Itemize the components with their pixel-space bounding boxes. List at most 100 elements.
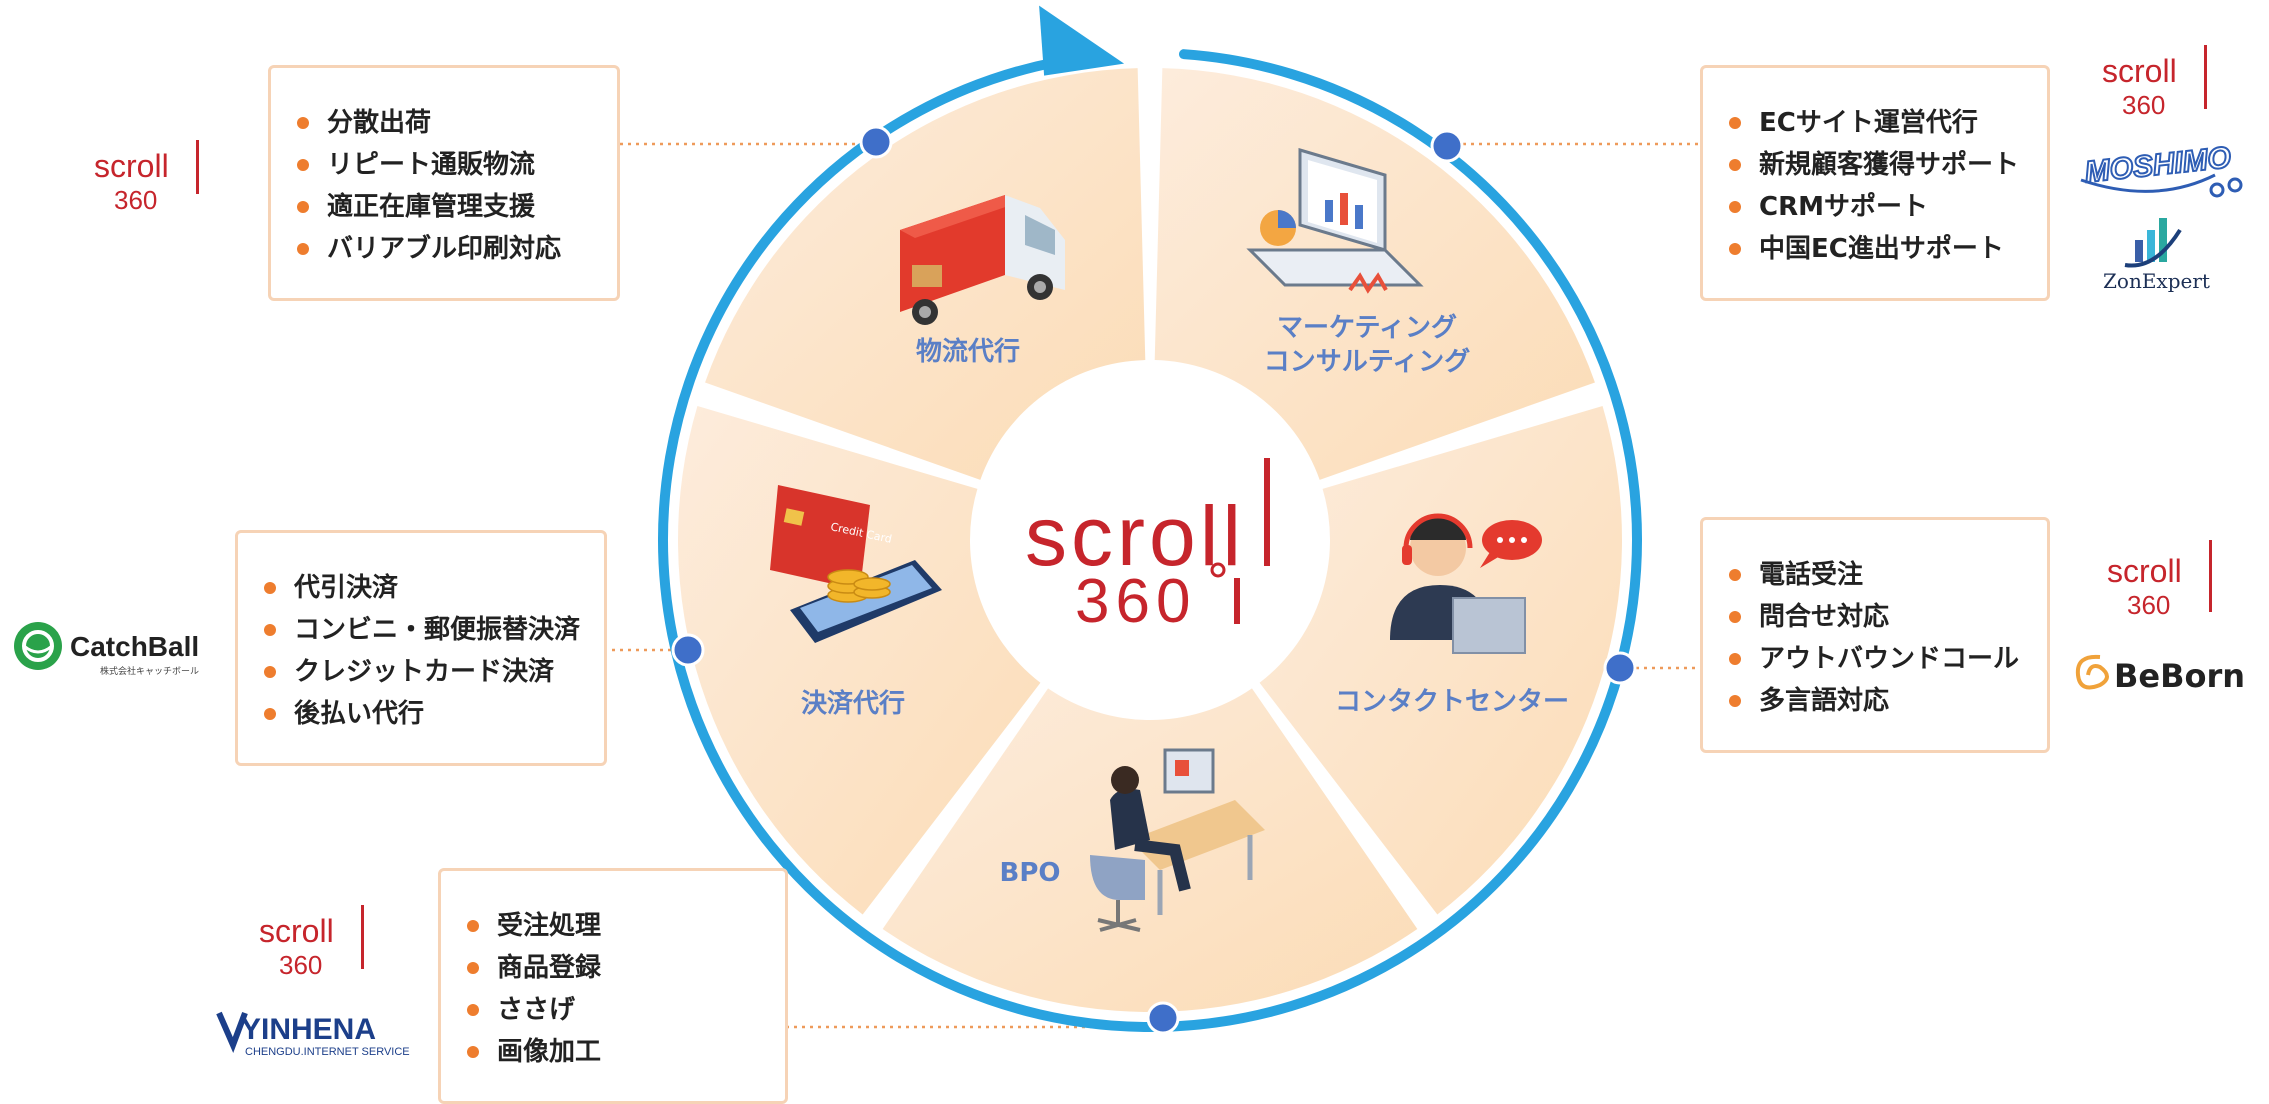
service-box-logistics: 分散出荷 リピート通販物流 適正在庫管理支援 バリアブル印刷対応 [268, 65, 620, 301]
service-list-logistics: 分散出荷 リピート通販物流 適正在庫管理支援 バリアブル印刷対応 [291, 102, 597, 270]
bullet-dot [297, 243, 309, 255]
cycle-arrow-head [1039, 5, 1125, 76]
delivery-truck-icon [900, 195, 1065, 325]
call-center-operator-icon [1390, 513, 1542, 654]
segment-label-logistics: 物流代行 [916, 336, 1020, 367]
list-item: 代引決済 [258, 567, 584, 609]
logo-number: 360 [2127, 590, 2170, 620]
list-item-label: 分散出荷 [327, 108, 432, 138]
list-item-label: 代引決済 [294, 573, 399, 603]
service-box-bpo: 受注処理 商品登録 ささげ 画像加工 [438, 868, 788, 1104]
bullet-dot [264, 582, 276, 594]
beborn-logo: BeBorn [2075, 654, 2245, 695]
list-item: 電話受注 [1723, 554, 2027, 596]
bullet-dot [467, 962, 479, 974]
segment-label-bpo: BPO [1000, 858, 1061, 888]
list-item: 多言語対応 [1723, 680, 2027, 722]
list-item-label: 中国EC進出サポート [1759, 234, 2004, 264]
logo-number: 360 [279, 950, 322, 980]
logo-word: scroll [94, 148, 169, 184]
service-list-contact: 電話受注 問合せ対応 アウトバウンドコール 多言語対応 [1723, 554, 2027, 722]
moshimo-logo: MOSHIMO [2080, 140, 2243, 198]
bullet-dot [1729, 569, 1741, 581]
bullet-dot [467, 1004, 479, 1016]
credit-card-tablet-icon: Credit Card [770, 485, 942, 643]
bullet-dot [297, 201, 309, 213]
list-item: 後払い代行 [258, 693, 584, 735]
list-item: ECサイト運営代行 [1723, 102, 2027, 144]
scroll360-logo-contact: scroll 360 [2107, 540, 2212, 620]
bullet-dot [467, 920, 479, 932]
service-list-marketing: ECサイト運営代行 新規顧客獲得サポート CRMサポート 中国EC進出サポート [1723, 102, 2027, 270]
list-item: 中国EC進出サポート [1723, 228, 2027, 270]
list-item: コンビニ・郵便振替決済 [258, 609, 584, 651]
center-logo-bar-2 [1234, 578, 1240, 624]
bullet-dot [1729, 159, 1741, 171]
bullet-dot [1729, 243, 1741, 255]
list-item-label: 新規顧客獲得サポート [1759, 150, 2020, 180]
list-item-label: クレジットカード決済 [294, 657, 555, 687]
scroll360-logo-marketing: scroll 360 [2102, 45, 2207, 120]
logo-word: scroll [2102, 53, 2177, 89]
list-item: バリアブル印刷対応 [291, 228, 597, 270]
list-item-label: 画像加工 [497, 1037, 602, 1067]
list-item: 適正在庫管理支援 [291, 186, 597, 228]
bullet-dot [264, 708, 276, 720]
list-item-label: アウトバウンドコール [1759, 644, 2020, 674]
logo-bar [2209, 540, 2212, 612]
connector-dot-bpo [1146, 1001, 1180, 1035]
logo-sub: 株式会社キャッチボール [100, 665, 199, 677]
scroll360-logo-logistics: scroll 360 [94, 140, 199, 215]
list-item-label: ECサイト運営代行 [1759, 108, 1978, 138]
connector-dot-logistics [859, 125, 893, 159]
list-item-label: 問合せ対応 [1759, 602, 1890, 632]
list-item: ささげ [461, 989, 765, 1031]
center-logo-number: 360 [1075, 567, 1196, 636]
list-item-label: 電話受注 [1759, 560, 1864, 590]
service-list-payment: 代引決済 コンビニ・郵便振替決済 クレジットカード決済 後払い代行 [258, 567, 584, 735]
list-item-label: 商品登録 [497, 953, 602, 983]
logo-name: MOSHIMO [2083, 141, 2232, 189]
center-logo-word: scroll [1025, 489, 1245, 583]
connector-dot-payment [671, 633, 705, 667]
center-logo-degree [1210, 562, 1226, 578]
list-item: 受注処理 [461, 905, 765, 947]
bullet-dot [1729, 611, 1741, 623]
segment-payment [677, 405, 1041, 915]
list-item-label: ささげ [497, 995, 576, 1025]
list-item-label: 適正在庫管理支援 [327, 192, 536, 222]
logo-number: 360 [114, 185, 157, 215]
desk-worker-icon [1090, 748, 1265, 932]
service-box-marketing: ECサイト運営代行 新規顧客獲得サポート CRMサポート 中国EC進出サポート [1700, 65, 2050, 301]
service-box-contact: 電話受注 問合せ対応 アウトバウンドコール 多言語対応 [1700, 517, 2050, 753]
zonexpert-logo: ZonExpert [2103, 218, 2210, 293]
segment-label-marketing-2: コンサルティング [1264, 347, 1470, 377]
list-item: リピート通販物流 [291, 144, 597, 186]
list-item-label: コンビニ・郵便振替決済 [294, 615, 581, 645]
bullet-dot [1729, 201, 1741, 213]
list-item-label: 後払い代行 [294, 699, 425, 729]
list-item-label: CRMサポート [1759, 192, 1928, 222]
list-item: CRMサポート [1723, 186, 2027, 228]
logo-word: scroll [259, 913, 334, 949]
list-item: 画像加工 [461, 1031, 765, 1073]
logo-word: scroll [2107, 553, 2182, 589]
logo-name: ZonExpert [2103, 269, 2210, 293]
logo-bar [2204, 45, 2207, 109]
bullet-dot [297, 117, 309, 129]
logo-name: CatchBall [70, 631, 199, 662]
logo-bar [196, 140, 199, 194]
yinhena-logo: YINHENA CHENGDU.INTERNET SERVICE [216, 1011, 410, 1058]
bullet-dot [467, 1046, 479, 1058]
segment-label-contact: コンタクトセンター [1335, 687, 1569, 717]
bullet-dot [264, 666, 276, 678]
logo-name: YINHENA [241, 1013, 376, 1046]
center-scroll360-logo: scroll 360 [1025, 458, 1270, 636]
list-item: 問合せ対応 [1723, 596, 2027, 638]
bullet-dot [1729, 695, 1741, 707]
logo-sub: CHENGDU.INTERNET SERVICE [245, 1046, 410, 1058]
list-item: 商品登録 [461, 947, 765, 989]
list-item-label: リピート通販物流 [327, 150, 536, 180]
center-logo-bar [1264, 458, 1270, 566]
list-item-label: 受注処理 [497, 911, 602, 941]
